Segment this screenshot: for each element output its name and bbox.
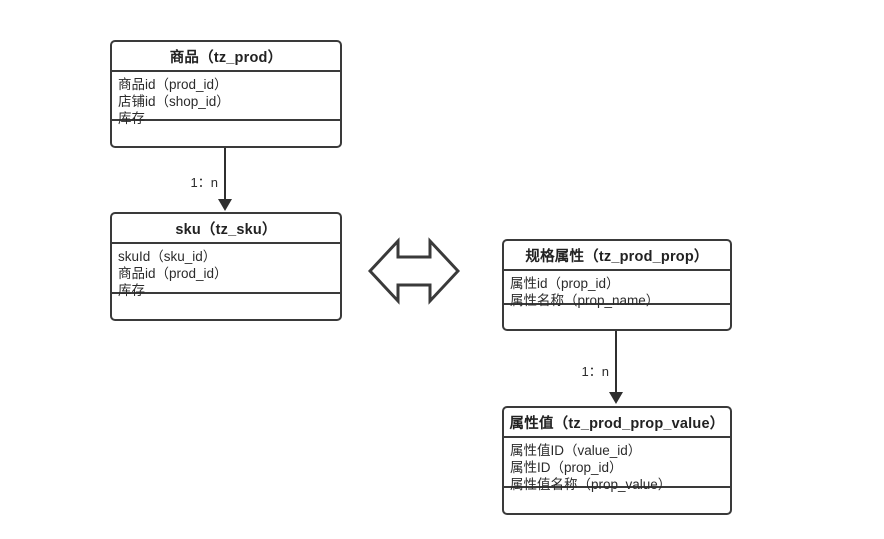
attribute-row: 属性ID（prop_id）	[510, 460, 623, 475]
entity-footer-tz-sku	[112, 294, 340, 319]
entity-title-tz-sku: sku（tz_sku）	[112, 214, 340, 244]
attribute-row: 商品id（prod_id）	[118, 266, 228, 281]
relation-cardinality-label: 1：n	[190, 175, 218, 190]
entity-title-tz-prod: 商品（tz_prod）	[112, 42, 340, 72]
entity-title-tz-prod-prop-value: 属性值（tz_prod_prop_value）	[504, 408, 730, 438]
entity-footer-tz-prod	[112, 121, 340, 146]
relation-cardinality-label: 1：n	[581, 364, 609, 379]
entity-box-tz-prod-prop-value[interactable]: 属性值（tz_prod_prop_value） 属性值ID（value_id） …	[502, 406, 732, 515]
attribute-row: 库存	[118, 111, 145, 126]
entity-box-tz-prod[interactable]: 商品（tz_prod） 商品id（prod_id） 店铺id（shop_id） …	[110, 40, 342, 148]
attribute-row: 店铺id（shop_id）	[118, 94, 230, 109]
entity-title-tz-prod-prop: 规格属性（tz_prod_prop）	[504, 241, 730, 271]
relation-arrowhead-icon	[218, 199, 232, 211]
attribute-row: 属性值名称（prop_value）	[510, 477, 672, 492]
entity-footer-tz-prod-prop-value	[504, 488, 730, 513]
relation-arrowhead-icon	[609, 392, 623, 404]
entity-attributes-tz-prod-prop-value: 属性值ID（value_id） 属性ID（prop_id） 属性值名称（prop…	[504, 438, 730, 492]
attribute-row: skuId（sku_id）	[118, 249, 217, 264]
entity-attributes-tz-sku: skuId（sku_id） 商品id（prod_id） 库存	[112, 244, 340, 298]
attribute-row: 属性id（prop_id）	[510, 276, 620, 291]
attribute-row: 库存	[118, 283, 145, 298]
entity-footer-tz-prod-prop	[504, 305, 730, 329]
attribute-row: 属性值ID（value_id）	[510, 443, 642, 458]
attribute-row: 属性名称（prop_name）	[510, 293, 660, 308]
relation-line	[224, 148, 226, 200]
attribute-row: 商品id（prod_id）	[118, 77, 228, 92]
entity-attributes-tz-prod: 商品id（prod_id） 店铺id（shop_id） 库存	[112, 72, 340, 126]
double-headed-arrow-icon	[367, 237, 461, 305]
relation-line	[615, 331, 617, 393]
entity-attributes-tz-prod-prop: 属性id（prop_id） 属性名称（prop_name）	[504, 271, 730, 308]
entity-box-tz-sku[interactable]: sku（tz_sku） skuId（sku_id） 商品id（prod_id） …	[110, 212, 342, 321]
entity-box-tz-prod-prop[interactable]: 规格属性（tz_prod_prop） 属性id（prop_id） 属性名称（pr…	[502, 239, 732, 331]
